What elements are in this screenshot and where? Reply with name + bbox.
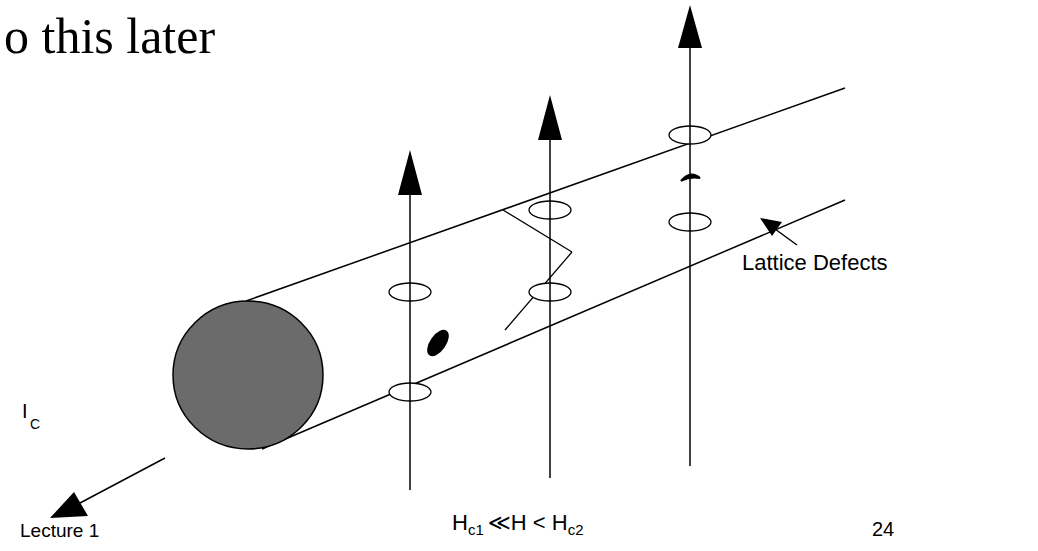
tube-end (173, 301, 323, 449)
flux-line (409, 190, 411, 490)
flux-line (689, 45, 691, 466)
lattice-defect (423, 326, 453, 360)
grain-boundary (505, 252, 572, 330)
pointer-arrowhead (760, 218, 782, 236)
flux-arrowhead (398, 150, 422, 195)
field-subscript: c2 (568, 521, 584, 538)
tube-edge (262, 200, 845, 449)
slide-text: o this later (4, 8, 215, 66)
flux-arrowhead (538, 95, 562, 140)
flux-line (549, 135, 551, 478)
field-symbol: H (452, 510, 468, 535)
page-number: 24 (872, 518, 894, 541)
flux-arrowhead (678, 5, 702, 48)
field-condition: ≪H < H (484, 510, 568, 535)
defects-label: Lattice Defects (742, 250, 888, 275)
current-arrowhead (50, 492, 88, 518)
field-subscript: c1 (468, 521, 484, 538)
lattice-defect (681, 175, 700, 181)
current-symbol: I (22, 400, 28, 423)
current-subscript: C (30, 416, 40, 432)
pointer-arrow (775, 229, 797, 245)
lecture-label: Lecture 1 (20, 520, 99, 542)
current-arrow (80, 458, 165, 503)
